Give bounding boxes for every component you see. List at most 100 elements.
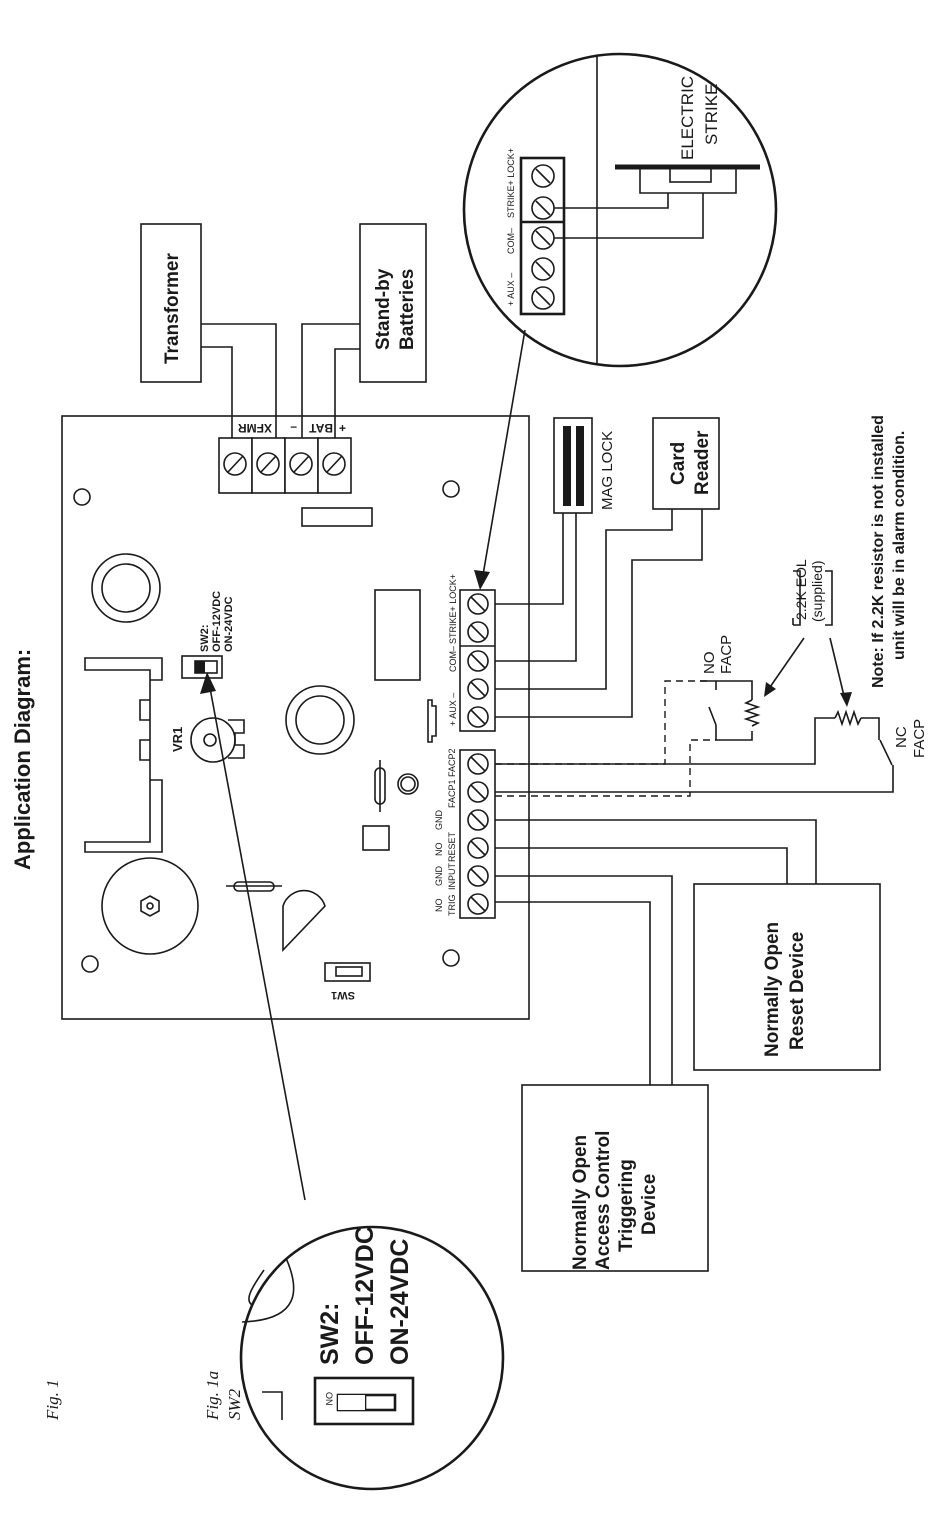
sw1-switch-slot <box>335 966 363 977</box>
arrowhead-icon <box>474 570 490 590</box>
sw2-detail-on-mark: ON <box>324 1392 334 1406</box>
sw2-board-off: OFF-12VDC <box>211 591 223 652</box>
input-label-gnd: GND <box>434 866 444 887</box>
strike-detail-com: COM– <box>506 228 516 254</box>
xfmr-label: XFMR <box>238 421 272 435</box>
bat-label: BAT <box>309 421 333 435</box>
fig-1a-caption: Fig. 1a <box>203 1371 222 1421</box>
wire-nc-facp-1 <box>495 717 835 765</box>
arrowhead-icon <box>200 672 216 694</box>
transistor <box>282 889 326 952</box>
output-label-strike-lock: STRIKE+ LOCK+ <box>448 574 458 644</box>
wire-transformer-2 <box>201 346 233 438</box>
electric-strike-label-2: STRIKE <box>702 84 721 145</box>
mag-lock-box <box>553 417 593 514</box>
fig-1-caption: Fig. 1 <box>43 1379 62 1421</box>
buzzer-center <box>146 902 154 910</box>
bat-minus-label: – <box>290 421 297 435</box>
card-reader-label-2: Reader <box>692 430 713 495</box>
input-label-no: NO <box>434 899 444 913</box>
wire-reset-gnd <box>495 819 817 884</box>
arrowhead-icon <box>840 692 852 707</box>
bat-plus-label: + <box>339 421 346 435</box>
resistor-arrow-2 <box>829 637 846 701</box>
wire-trigger-gnd <box>495 875 673 1085</box>
strike-detail-callout <box>462 52 778 368</box>
relay-coil <box>285 685 355 755</box>
resistor-label-2: (supplied) <box>809 561 825 622</box>
diagram-title: Application Diagram: <box>10 649 35 870</box>
note-line-1: Note: If 2.2K resistor is not installed <box>870 415 887 688</box>
fuse-clip <box>427 699 437 743</box>
input-terminal-block <box>459 749 496 919</box>
input-label-trig: TRIG <box>447 895 457 917</box>
wire-maglock-1 <box>495 513 564 605</box>
led-inner <box>400 776 416 792</box>
no-facp-contact <box>700 680 761 741</box>
strike-detail-strike-lock: STRIKE+ LOCK+ <box>506 148 516 218</box>
nc-facp-label-1: NC <box>893 726 910 748</box>
sw2-detail-title: SW2: <box>316 1303 344 1366</box>
card-reader-box <box>652 417 720 510</box>
fig-1a-sw2-caption: SW2 <box>225 1388 244 1420</box>
led <box>397 773 419 795</box>
input-label-gnd-2: GND <box>434 810 444 831</box>
trigger-device-label-4: Device <box>639 1174 660 1235</box>
mounting-hole <box>442 480 460 498</box>
arrowhead-icon <box>764 682 776 697</box>
no-facp-label-1: NO <box>701 652 718 675</box>
batteries-label-1: Stand-by <box>373 268 394 350</box>
heatsink-bracket <box>84 657 163 853</box>
sw2-detail-on: ON-24VDC <box>386 1239 414 1365</box>
reset-device-label-1: Normally Open <box>762 922 783 1057</box>
input-label-no-reset: NO <box>434 843 444 857</box>
sw1-label: SW1 <box>331 989 355 1001</box>
mag-lock-bar <box>576 426 584 506</box>
trigger-device-label-2: Access Control <box>593 1131 614 1270</box>
buzzer <box>101 857 199 955</box>
ic-chip <box>362 825 390 851</box>
input-label-facp: FACP1 FACP2 <box>447 748 457 808</box>
transformer-box <box>140 223 202 383</box>
nc-facp-label-2: FACP <box>911 719 928 758</box>
trigger-device-label-1: Normally Open <box>570 1135 591 1270</box>
power-terminal-block <box>218 437 352 494</box>
sw2-callout-arrow <box>209 687 306 1201</box>
resistor-label-1: 2.2K EOL <box>793 559 809 620</box>
resistor-brace <box>792 570 833 626</box>
nc-facp-resistor <box>834 709 893 766</box>
sw2-switch-knob <box>195 661 205 673</box>
sw2-board-title: SW2: <box>199 625 211 653</box>
batteries-label-2: Batteries <box>397 269 418 350</box>
capacitor-inner <box>101 563 151 613</box>
capacitor <box>91 553 161 623</box>
batteries-box <box>359 223 427 383</box>
mounting-hole <box>73 488 91 506</box>
wire-trigger-no <box>495 901 651 1085</box>
trigger-device-box <box>521 1084 709 1272</box>
vr1-pins <box>228 719 245 759</box>
strike-callout-arrow <box>482 329 526 576</box>
trigger-device-label-3: Triggering <box>616 1159 637 1252</box>
wire-nc-facp-2 <box>495 765 894 793</box>
sw2-board-on: ON-24VDC <box>223 596 235 652</box>
terminal-screws-input <box>467 753 489 915</box>
card-reader-label-1: Card <box>668 442 689 485</box>
mag-lock-label: MAG LOCK <box>599 431 616 510</box>
wire-maglock-2 <box>495 513 577 662</box>
relay <box>374 589 421 681</box>
wire-transformer-1 <box>201 323 277 438</box>
board-label-pad <box>301 507 373 527</box>
no-facp-label-2: FACP <box>718 635 735 674</box>
sw2-detail-off: OFF-12VDC <box>351 1226 379 1365</box>
terminal-screws-output <box>467 593 489 728</box>
note-line-2: unit will be in alarm condition. <box>891 431 908 660</box>
mounting-hole <box>442 949 460 967</box>
electric-strike-label-1: ELECTRIC <box>678 76 697 160</box>
input-label-input: INPUT <box>447 862 457 890</box>
transformer-label: Transformer <box>162 253 183 364</box>
wire-no-facp-dashed-2 <box>495 739 716 797</box>
mag-lock-bar <box>563 426 571 506</box>
vr1-label: VR1 <box>170 727 185 752</box>
